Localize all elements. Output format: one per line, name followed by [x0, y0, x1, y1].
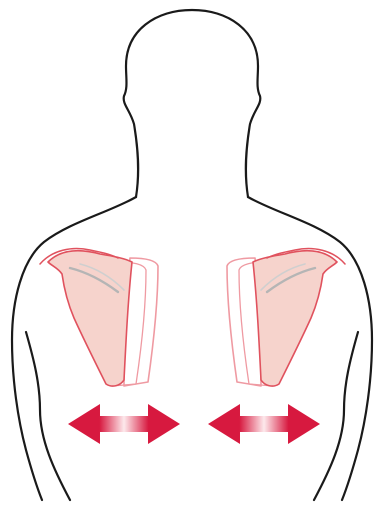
left-scapula-shape: [48, 251, 132, 386]
head-outline: [124, 10, 261, 197]
right-double-arrow: [208, 404, 320, 444]
left-double-arrow: [68, 404, 180, 444]
right-scapula-shape: [253, 251, 337, 386]
right-scapula: [227, 249, 345, 387]
left-scapula: [40, 249, 158, 387]
